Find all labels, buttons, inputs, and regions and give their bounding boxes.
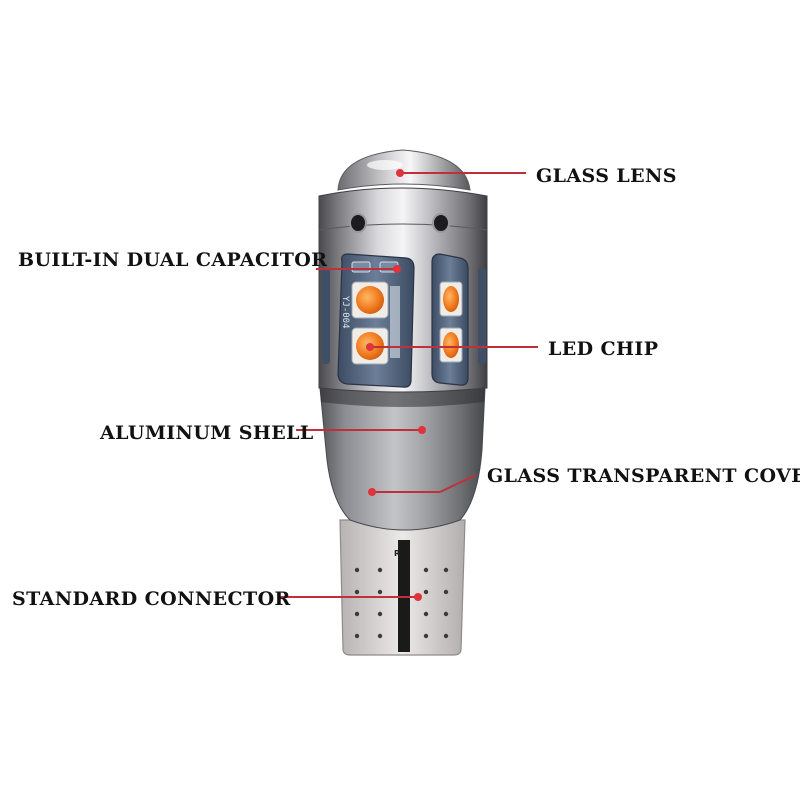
callout-aluminum-shell: ALUMINUM SHELL	[99, 422, 426, 444]
glass-lens	[337, 149, 471, 191]
led-chip-icon	[356, 286, 384, 314]
mount-hole-icon	[432, 213, 450, 233]
label-standard-connector: STANDARD CONNECTOR	[12, 588, 291, 610]
led-chip-icon	[443, 286, 459, 312]
label-led-chip: LED CHIP	[548, 338, 658, 360]
callout-led-chip: LED CHIP	[366, 338, 658, 360]
capacitor-icon	[351, 261, 371, 273]
label-glass-lens: GLASS LENS	[536, 165, 677, 187]
label-aluminum-shell: ALUMINUM SHELL	[99, 422, 314, 444]
label-glass-cover: GLASS TRANSPARENT COVER	[487, 465, 800, 487]
aluminum-shell	[319, 387, 486, 531]
callout-glass-lens: GLASS LENS	[396, 165, 677, 187]
callout-dual-capacitor: BUILT-IN DUAL CAPACITOR	[18, 249, 401, 273]
bulb-illustration: R YJ-004	[318, 149, 488, 656]
callout-standard-connector: STANDARD CONNECTOR	[12, 588, 422, 610]
wedge-connector: R	[339, 519, 466, 656]
pcb-marking: YJ-004	[340, 296, 350, 329]
label-dual-capacitor: BUILT-IN DUAL CAPACITOR	[18, 249, 327, 271]
led-chip-icon	[443, 332, 459, 358]
callout-glass-cover: GLASS TRANSPARENT COVER	[368, 465, 800, 496]
led-head: YJ-004	[318, 187, 488, 393]
mount-hole-icon	[349, 213, 367, 233]
connector-marking: R	[394, 549, 400, 558]
callouts: GLASS LENS BUILT-IN DUAL CAPACITOR LED C…	[12, 165, 800, 610]
